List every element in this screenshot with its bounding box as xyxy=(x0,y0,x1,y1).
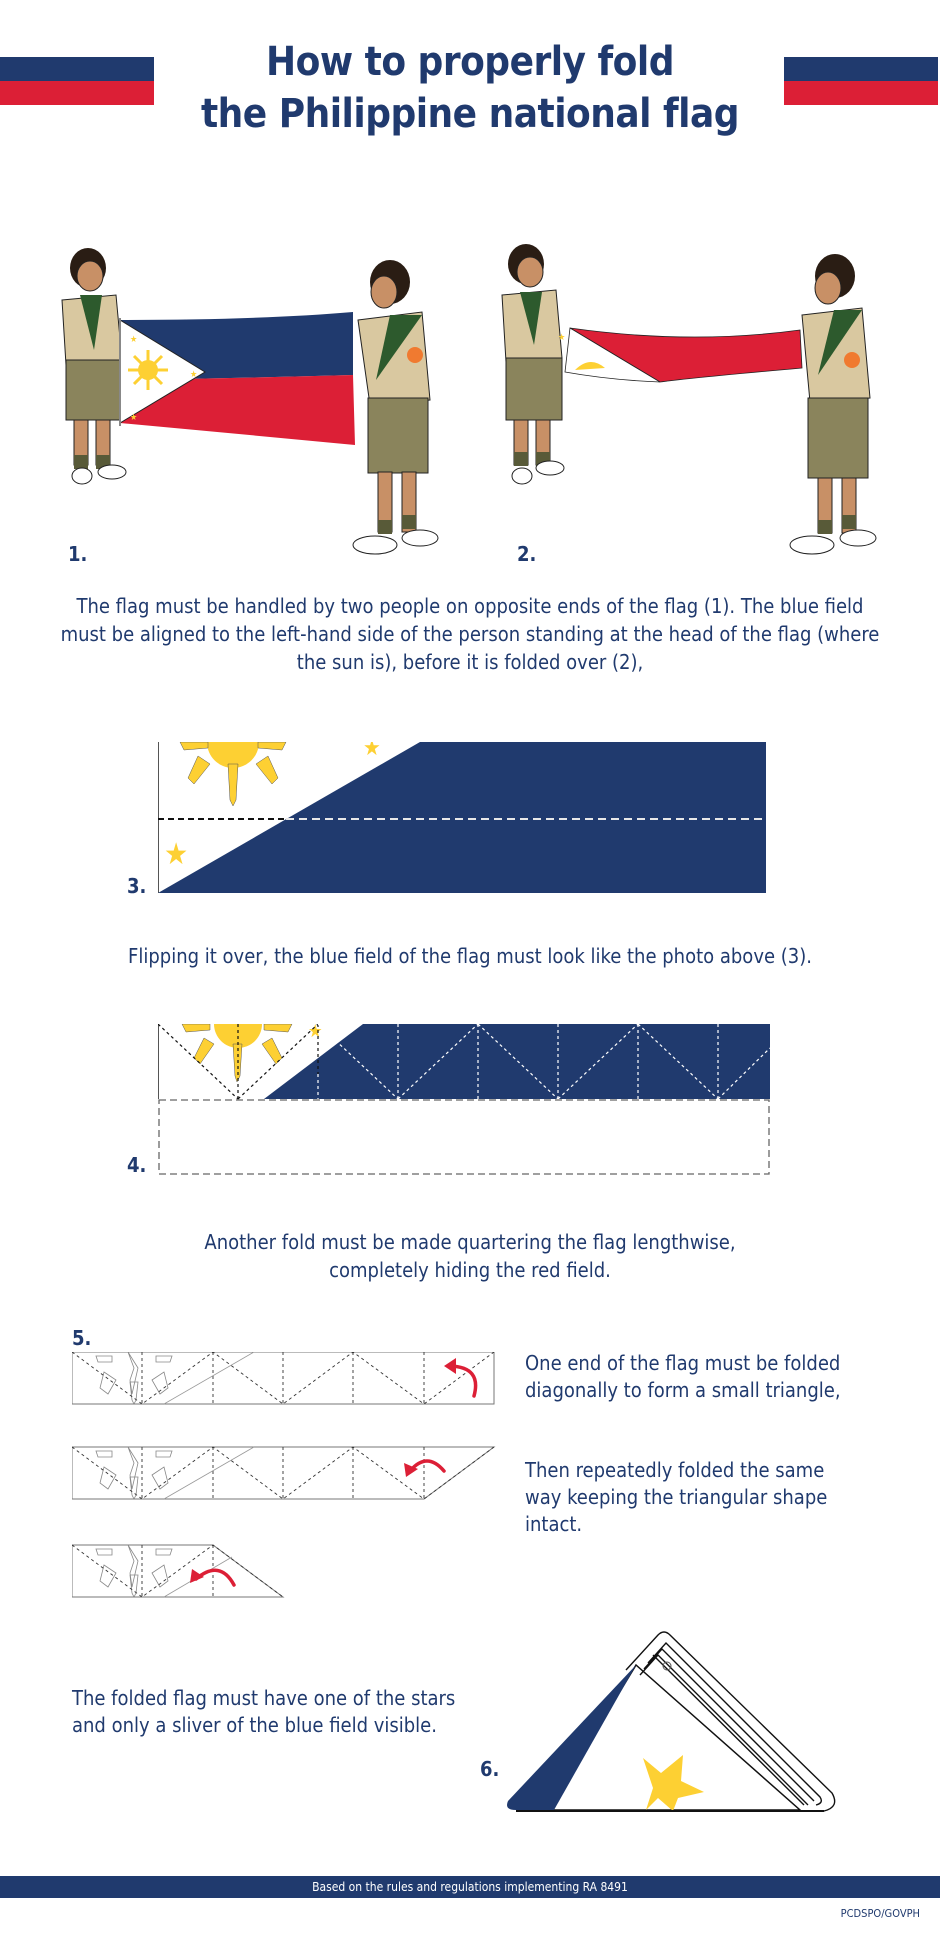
header-stripe-left xyxy=(0,57,154,105)
sun-icon xyxy=(179,742,287,807)
scout-left-icon xyxy=(501,244,565,485)
step-number-6: 6. xyxy=(480,1757,500,1781)
fold-stage-3 xyxy=(72,1544,285,1598)
footer-credit: PCDSPO/GOVPH xyxy=(840,1907,920,1920)
svg-text:★: ★ xyxy=(190,370,197,380)
title-line-1: How to properly fold xyxy=(266,39,675,85)
title-line-2: the Philippine national flag xyxy=(200,91,740,137)
step-4-line-2: completely hiding the red field. xyxy=(329,1258,611,1282)
star-icon: ★ xyxy=(363,742,381,761)
svg-text:★: ★ xyxy=(130,413,137,423)
page-title: How to properly fold the Philippine nati… xyxy=(150,36,790,140)
two-scouts-holding-unfolded-flag-illustration: ★ ★ ★ xyxy=(61,248,439,555)
step-6-description: The folded flag must have one of the sta… xyxy=(72,1686,456,1737)
footer-source-bar: Based on the rules and regulations imple… xyxy=(0,1876,940,1898)
philippine-flag-icon: ★ ★ ★ xyxy=(119,312,355,445)
step-number-5: 5. xyxy=(72,1326,92,1350)
star-icon: ★ xyxy=(164,837,188,872)
step-5a-description: One end of the flag must be folded diago… xyxy=(525,1351,841,1402)
scout-right-icon xyxy=(352,260,439,555)
svg-text:★: ★ xyxy=(130,335,137,345)
star-icon: ★ xyxy=(308,1024,323,1042)
folded-flag-triangle-diagram xyxy=(507,1631,836,1812)
step-number-2: 2. xyxy=(517,542,537,566)
step-number-1: 1. xyxy=(68,542,88,566)
fold-stage-1 xyxy=(72,1352,495,1405)
step-number-4: 4. xyxy=(127,1153,147,1177)
step-5b-description: Then repeatedly folded the same way keep… xyxy=(525,1458,828,1536)
triangular-fold-sequence-diagram xyxy=(72,1352,496,1598)
step-number-3: 3. xyxy=(127,874,147,898)
svg-text:★: ★ xyxy=(558,333,565,343)
header-stripe-right xyxy=(784,57,938,105)
sun-icon xyxy=(181,1024,293,1083)
half-folded-flag-blue-field-diagram: ★ ★ xyxy=(158,742,766,893)
scout-left-icon xyxy=(61,248,127,485)
step-1-2-description: The flag must be handled by two people o… xyxy=(60,594,880,674)
fold-stage-2 xyxy=(72,1446,496,1500)
step-4-description: Another fold must be made quartering the… xyxy=(55,1228,885,1284)
scout-right-icon xyxy=(789,254,877,555)
half-folded-flag-icon: ★ xyxy=(558,327,803,383)
two-scouts-folding-flag-lengthwise-illustration: ★ xyxy=(501,244,877,555)
quarter-folded-flag-with-fold-lines-diagram: ★ xyxy=(158,1024,771,1175)
star-icon xyxy=(643,1755,704,1811)
step-4-line-1: Another fold must be made quartering the… xyxy=(204,1230,736,1254)
step-3-description: Flipping it over, the blue field of the … xyxy=(128,944,812,968)
